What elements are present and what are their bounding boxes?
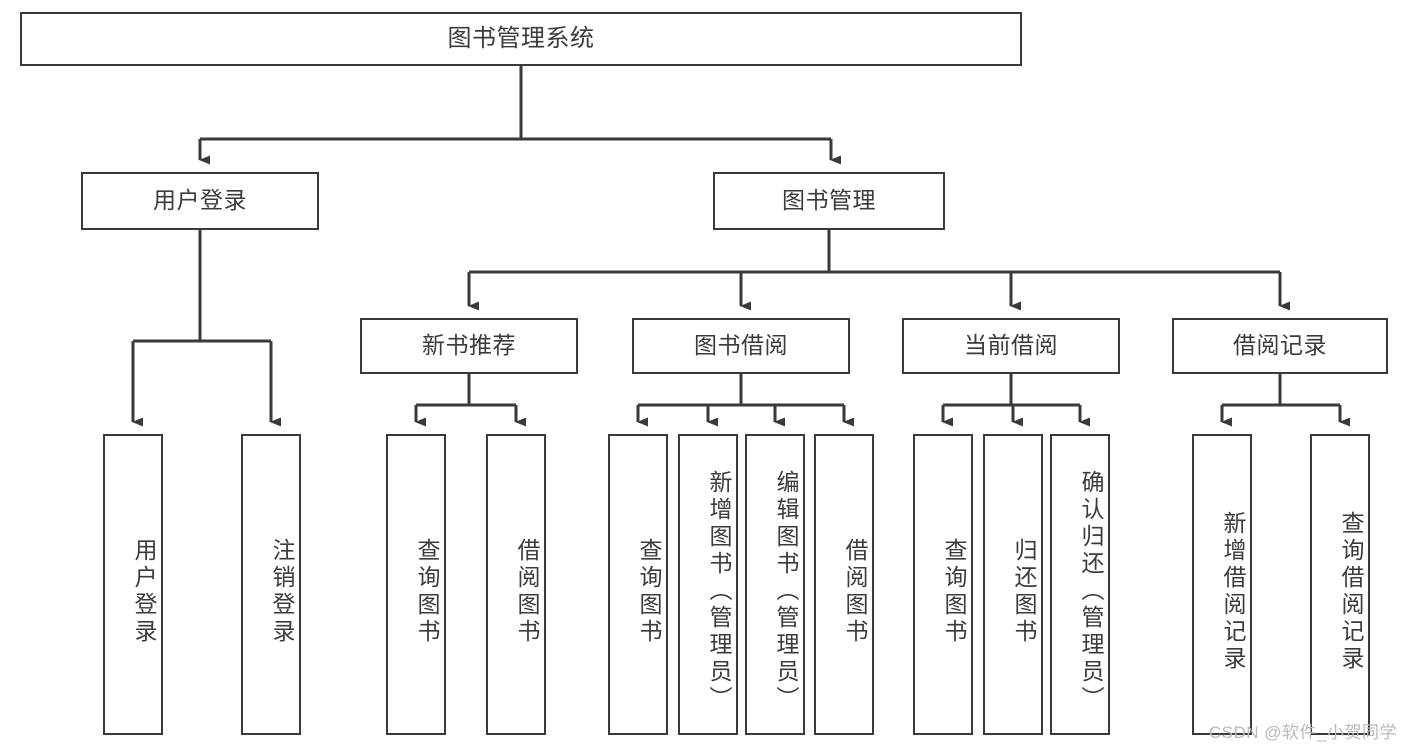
- node-new-book-recommend-label: 新书推荐: [422, 332, 516, 359]
- node-leaf-return-book-label: 归还图书: [1011, 537, 1037, 646]
- watermark-text: CSDN @软件_小贺同学: [1208, 723, 1397, 742]
- node-borrow-record-label: 借阅记录: [1233, 332, 1327, 359]
- node-leaf-confirm-return[interactable]: 确认归还（管理员）: [1050, 434, 1110, 735]
- node-leaf-query-book-2-label: 查询图书: [636, 537, 662, 646]
- node-leaf-add-record[interactable]: 新增借阅记录: [1192, 434, 1252, 735]
- node-leaf-query-book-2[interactable]: 查询图书: [608, 434, 668, 735]
- node-leaf-add-book[interactable]: 新增图书（管理员）: [678, 434, 738, 735]
- node-leaf-borrow-book-1[interactable]: 借阅图书: [486, 434, 546, 735]
- node-leaf-borrow-book-2-label: 借阅图书: [842, 537, 868, 646]
- node-borrow-record[interactable]: 借阅记录: [1172, 318, 1388, 374]
- node-leaf-query-book-3-label: 查询图书: [941, 537, 967, 646]
- node-user-login[interactable]: 用户登录: [81, 172, 319, 230]
- node-leaf-return-book[interactable]: 归还图书: [983, 434, 1043, 735]
- node-book-manage[interactable]: 图书管理: [713, 172, 945, 230]
- node-leaf-add-record-label: 新增借阅记录: [1220, 510, 1246, 673]
- node-leaf-user-login-label: 用户登录: [131, 537, 157, 646]
- node-leaf-query-book-1[interactable]: 查询图书: [386, 434, 446, 735]
- node-leaf-user-login[interactable]: 用户登录: [103, 434, 163, 735]
- node-new-book-recommend[interactable]: 新书推荐: [360, 318, 578, 374]
- node-leaf-query-record[interactable]: 查询借阅记录: [1310, 434, 1370, 735]
- node-leaf-query-book-3[interactable]: 查询图书: [913, 434, 973, 735]
- node-leaf-confirm-return-label: 确认归还（管理员）: [1078, 470, 1104, 713]
- node-leaf-query-book-1-label: 查询图书: [414, 537, 440, 646]
- node-current-borrow-label: 当前借阅: [964, 332, 1058, 359]
- node-leaf-logout-label: 注销登录: [269, 537, 295, 646]
- node-root[interactable]: 图书管理系统: [20, 12, 1022, 66]
- node-leaf-borrow-book-1-label: 借阅图书: [514, 537, 540, 646]
- node-leaf-borrow-book-2[interactable]: 借阅图书: [814, 434, 874, 735]
- node-book-borrow[interactable]: 图书借阅: [632, 318, 850, 374]
- node-leaf-edit-book[interactable]: 编辑图书（管理员）: [745, 434, 805, 735]
- node-leaf-query-record-label: 查询借阅记录: [1338, 510, 1364, 673]
- node-leaf-edit-book-label: 编辑图书（管理员）: [773, 470, 799, 713]
- node-book-manage-label: 图书管理: [782, 187, 876, 214]
- node-user-login-label: 用户登录: [153, 187, 247, 214]
- node-leaf-logout[interactable]: 注销登录: [241, 434, 301, 735]
- node-book-borrow-label: 图书借阅: [694, 332, 788, 359]
- node-root-label: 图书管理系统: [447, 24, 595, 52]
- node-current-borrow[interactable]: 当前借阅: [902, 318, 1120, 374]
- node-leaf-add-book-label: 新增图书（管理员）: [706, 470, 732, 713]
